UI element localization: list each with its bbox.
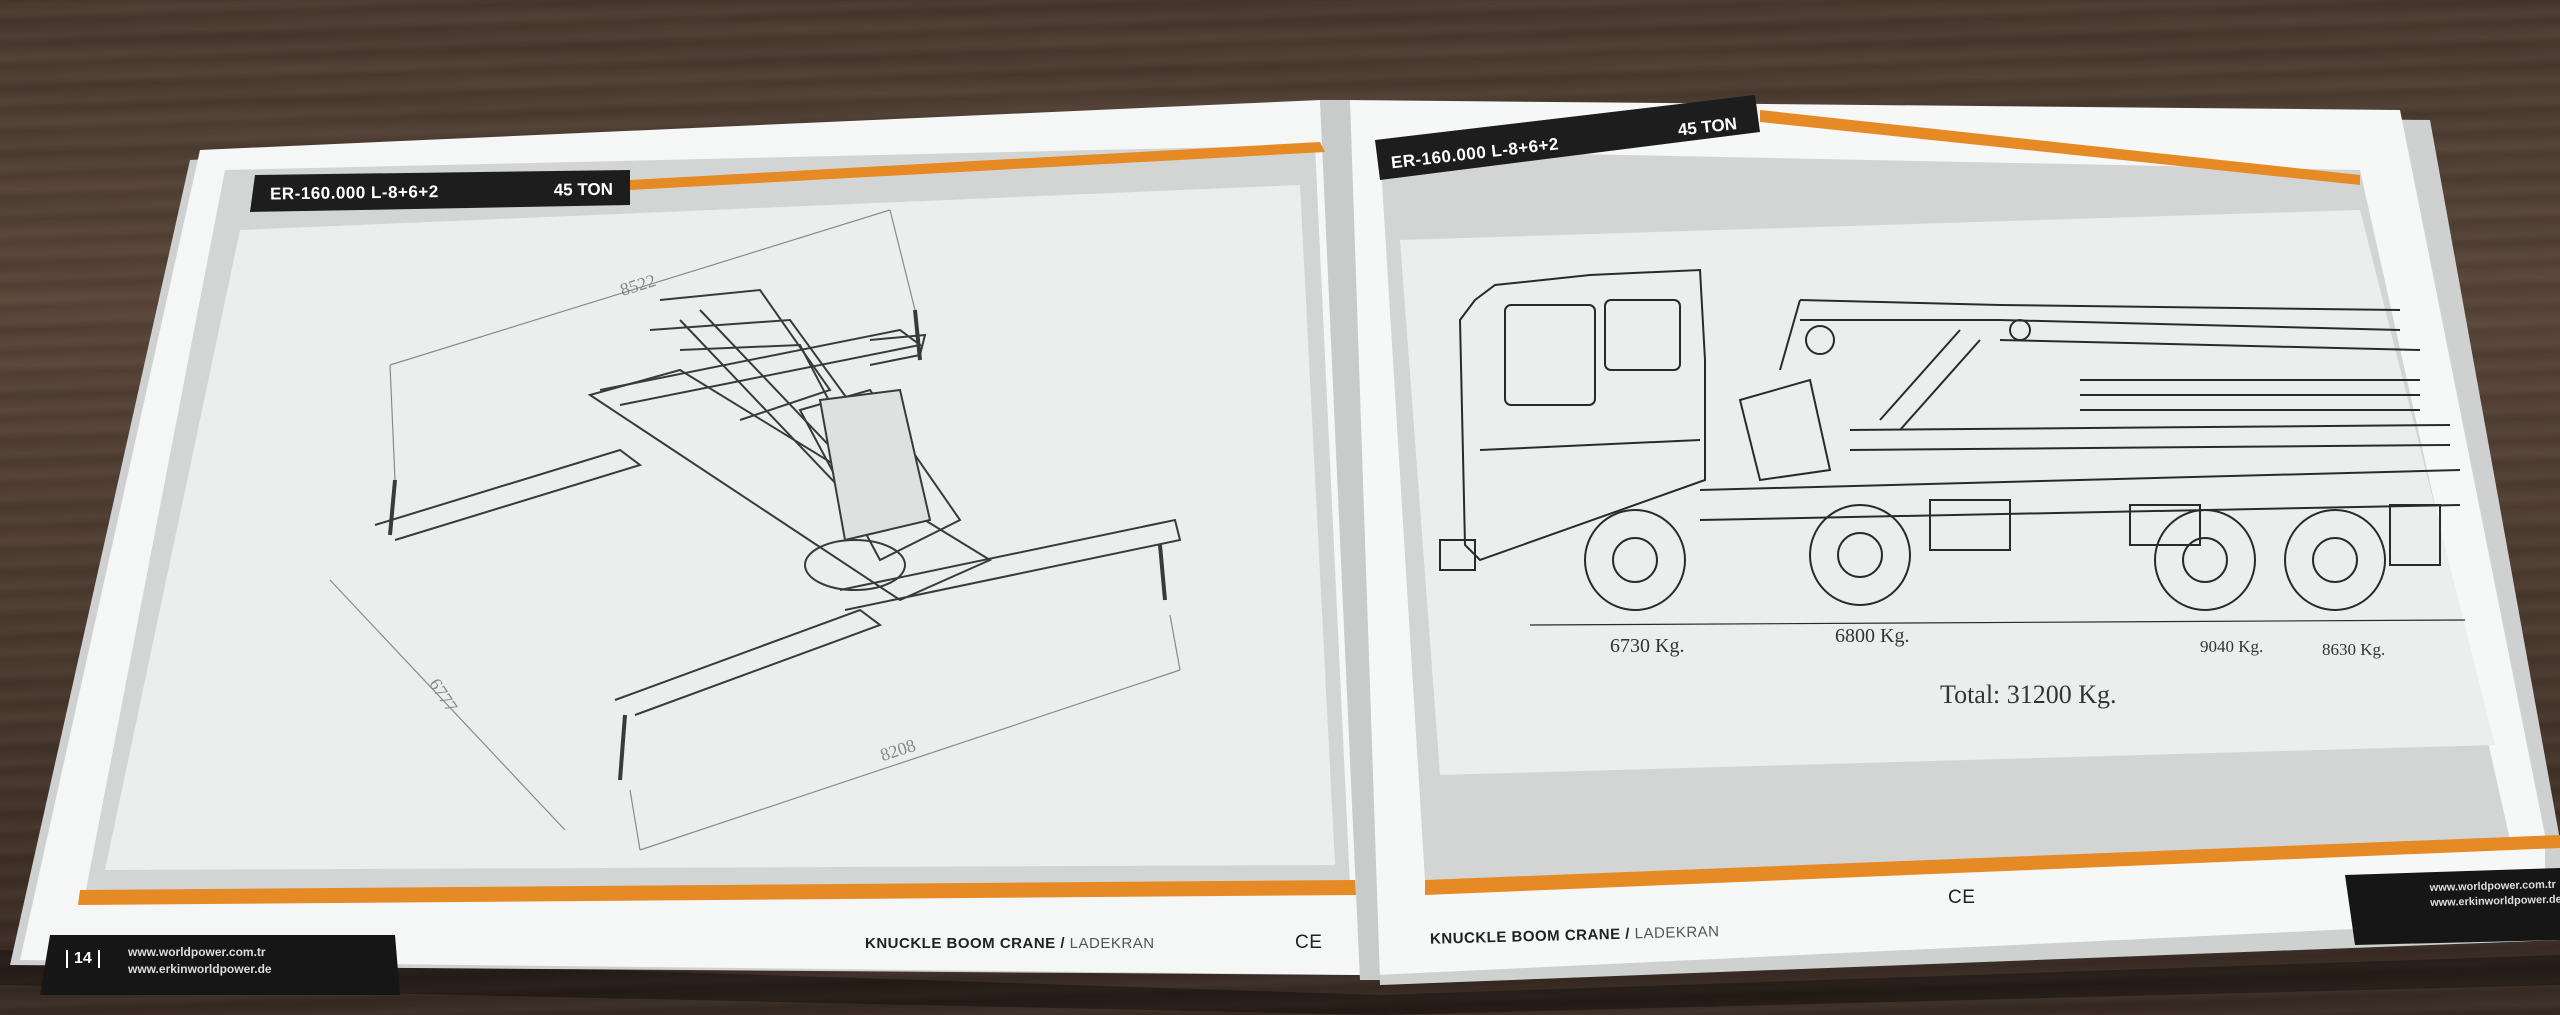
left-footer-url-2: www.erkinworldpower.de	[128, 962, 272, 976]
left-header-bar	[250, 170, 630, 212]
right-drawing-panel	[1400, 210, 2495, 775]
axle-weight-4: 8630 Kg.	[2322, 640, 2386, 659]
right-bottom-orange-line	[1425, 835, 2560, 895]
left-ce-mark: CE	[1295, 932, 1323, 953]
axle-weight-3: 9040 Kg.	[2200, 637, 2264, 656]
right-tonnage: 45 TON	[1676, 114, 1738, 140]
left-footer-bar	[40, 935, 400, 995]
axle-weight-2: 6800 Kg.	[1835, 625, 1910, 647]
left-header: ER-160.000 L-8+6+2 45 TON	[270, 176, 625, 209]
left-caption-sub: LADEKRAN	[1069, 935, 1155, 952]
right-footer-bar	[2345, 868, 2560, 945]
right-footer-url-1: www.worldpower.com.tr	[2429, 878, 2556, 895]
right-footer: www.worldpower.com.tr www.erkinworldpowe…	[2380, 876, 2560, 921]
dimension-lines	[329, 209, 1181, 851]
left-caption-main: KNUCKLE BOOM CRANE /	[865, 935, 1065, 952]
left-tonnage: 45 TON	[553, 179, 614, 200]
total-weight: Total: 31200 Kg.	[1940, 680, 2117, 709]
left-model-name: ER-160.000 L-8+6+2	[269, 182, 439, 204]
left-bottom-orange-line	[78, 880, 1356, 905]
left-footer-url-1: www.worldpower.com.tr	[128, 945, 266, 959]
page-number: 14	[66, 950, 100, 968]
book-spine	[1320, 100, 1380, 980]
left-caption: KNUCKLE BOOM CRANE / LADEKRAN	[865, 935, 1155, 952]
left-drawing-panel	[105, 185, 1335, 870]
right-footer-url-2: www.erkinworldpower.de	[2429, 893, 2560, 910]
right-caption-sub: LADEKRAN	[1634, 923, 1720, 943]
book-shadow	[0, 950, 2560, 1015]
right-header-bar	[1375, 95, 1760, 180]
truck-side-view-drawing	[1439, 268, 2466, 626]
axle-weight-1: 6730 Kg.	[1610, 635, 1685, 657]
crane-top-view-drawing	[374, 288, 1182, 781]
left-footer: 14 www.worldpower.com.tr www.erkinworldp…	[58, 940, 388, 990]
right-top-orange-line	[1760, 110, 2360, 185]
right-ce-mark: CE	[1948, 887, 1976, 908]
left-top-orange-line	[630, 142, 1325, 190]
